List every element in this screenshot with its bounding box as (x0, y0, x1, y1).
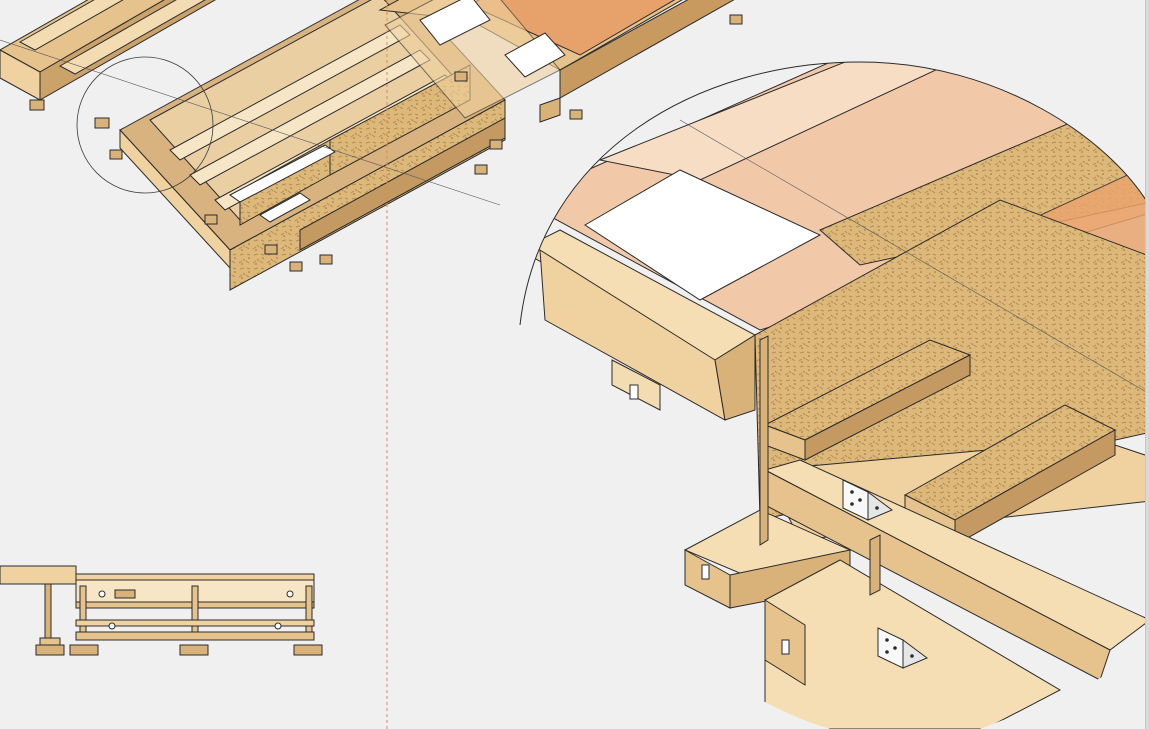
side-elevation-view (0, 565, 323, 656)
window-right-edge (1145, 0, 1149, 729)
metal-bracket-icon (842, 479, 893, 521)
floor-cassette-main (109, 0, 506, 291)
detail-marker-circle[interactable] (76, 56, 214, 194)
assembly-isometric-view (0, 0, 743, 291)
floor-cassette-left (0, 0, 217, 129)
metal-bracket-icon (877, 627, 928, 669)
detail-view-boundary (519, 61, 1149, 326)
floor-cassette-right (378, 0, 743, 123)
magnified-detail-view (520, 62, 1149, 729)
